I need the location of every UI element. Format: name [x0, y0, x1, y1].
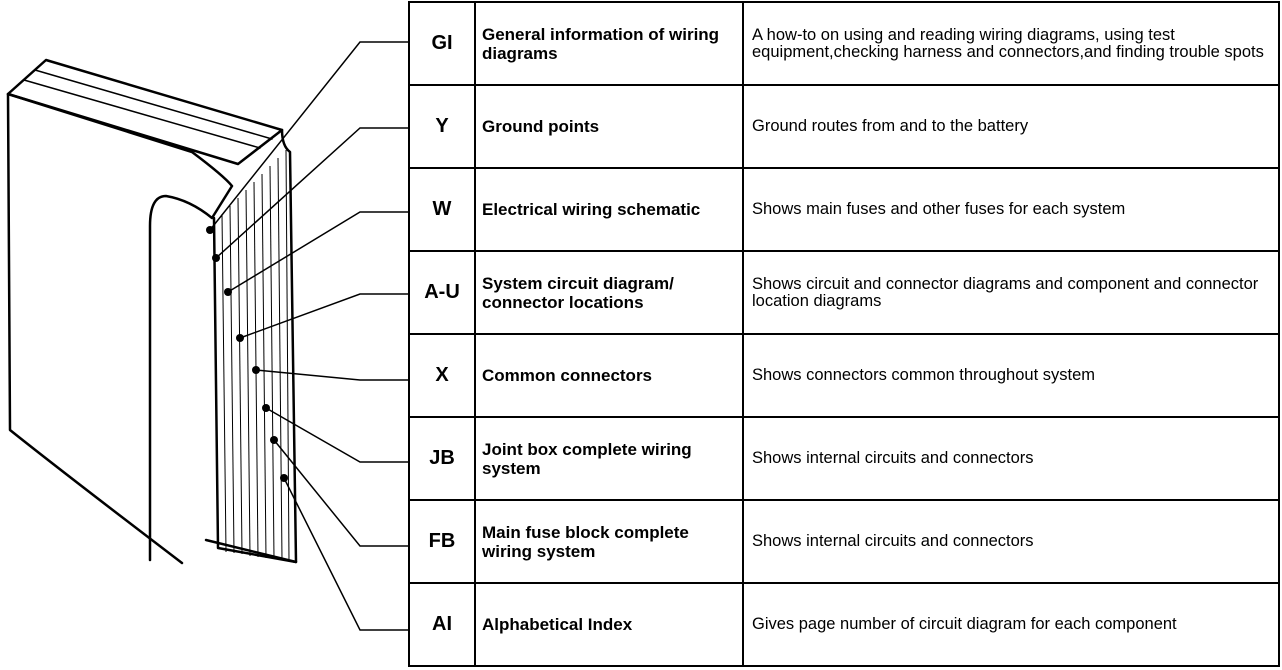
section-title: Ground points — [474, 84, 744, 169]
section-code: FB — [408, 499, 476, 584]
section-code: AI — [408, 582, 476, 667]
table-row: JB Joint box complete wiring system Show… — [408, 416, 1280, 501]
section-description: Shows internal circuits and connectors — [742, 416, 1280, 501]
section-code: GI — [408, 1, 476, 86]
section-code: A-U — [408, 250, 476, 335]
section-code: W — [408, 167, 476, 252]
section-description: Shows connectors common throughout syste… — [742, 333, 1280, 418]
leader-au — [239, 293, 408, 339]
tab-dot-ai — [280, 474, 288, 482]
tab-dot-w — [224, 288, 232, 296]
section-title: Joint box complete wiring system — [474, 416, 744, 501]
section-title: Electrical wiring schematic — [474, 167, 744, 252]
section-description: Gives page number of circuit diagram for… — [742, 582, 1280, 667]
section-description: Shows circuit and connector diagrams and… — [742, 250, 1280, 335]
tab-dot-x — [252, 366, 260, 374]
tab-dot-jb — [262, 404, 270, 412]
tab-dot-au — [236, 334, 244, 342]
table-row: A-U System circuit diagram/ connector lo… — [408, 250, 1280, 335]
book-front-cover — [6, 92, 234, 562]
table-row: GI General information of wiring diagram… — [408, 1, 1280, 86]
tab-dot-y — [212, 254, 220, 262]
leader-w — [227, 211, 408, 293]
table-row: AI Alphabetical Index Gives page number … — [408, 582, 1280, 667]
table-row: W Electrical wiring schematic Shows main… — [408, 167, 1280, 252]
section-table: GI General information of wiring diagram… — [408, 1, 1280, 667]
section-title: Main fuse block complete wiring system — [474, 499, 744, 584]
leader-fb — [273, 439, 408, 547]
section-title: Alphabetical Index — [474, 582, 744, 667]
section-code: Y — [408, 84, 476, 169]
tab-dot-gi — [206, 226, 214, 234]
leader-gi — [209, 41, 408, 231]
tab-dot-fb — [270, 436, 278, 444]
leader-x — [255, 369, 408, 381]
section-title: Common connectors — [474, 333, 744, 418]
leader-y — [215, 127, 408, 259]
section-description: Shows main fuses and other fuses for eac… — [742, 167, 1280, 252]
section-description: Shows internal circuits and connectors — [742, 499, 1280, 584]
section-code: JB — [408, 416, 476, 501]
book-back-cover — [6, 92, 184, 565]
section-title: General information of wiring diagrams — [474, 1, 744, 86]
book-top-edge — [6, 58, 284, 166]
section-description: Ground routes from and to the battery — [742, 84, 1280, 169]
table-row: X Common connectors Shows connectors com… — [408, 333, 1280, 418]
book-page-block — [212, 216, 298, 564]
table-row: FB Main fuse block complete wiring syste… — [408, 499, 1280, 584]
section-description: A how-to on using and reading wiring dia… — [742, 1, 1280, 86]
manual-book-illustration — [6, 41, 408, 631]
table-row: Y Ground points Ground routes from and t… — [408, 84, 1280, 169]
leader-ai — [283, 477, 408, 631]
section-title: System circuit diagram/ connector locati… — [474, 250, 744, 335]
leader-jb — [265, 407, 408, 463]
section-code: X — [408, 333, 476, 418]
